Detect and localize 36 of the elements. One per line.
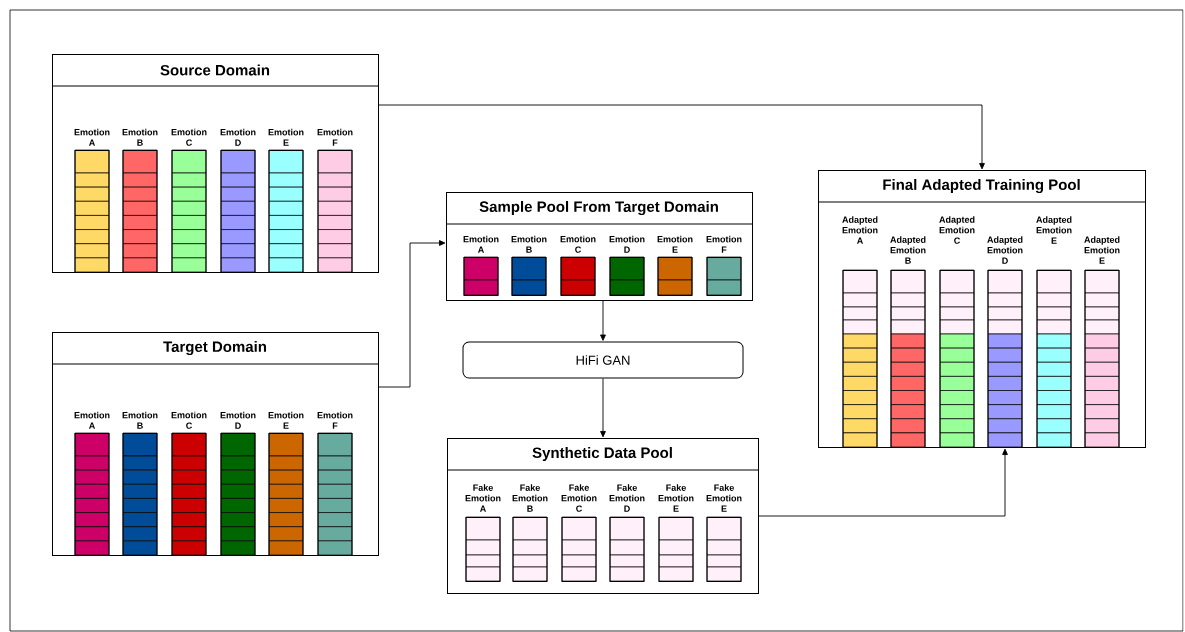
stack-label: Emotion C [171, 128, 207, 146]
stack-label: Emotion D [220, 411, 256, 429]
stack-label: Fake Emotion D [609, 484, 645, 512]
stack-label: Emotion A [463, 235, 499, 253]
stack-label: Emotion E [268, 128, 304, 146]
arrow [758, 448, 1008, 517]
stack-label: Fake Emotion C [561, 484, 597, 512]
stack-label: Emotion F [317, 128, 353, 146]
stack-label: Emotion B [122, 128, 158, 146]
stack-label: Adapted Emotion C [939, 216, 975, 244]
stack-label: Adapted Emotion A [842, 216, 878, 244]
stack-label: Emotion A [74, 128, 110, 146]
stack-label: Fake Emotion B [512, 484, 548, 512]
stack-label: Adapted Emotion B [890, 236, 926, 264]
stack-label: Adapted Emotion E [1084, 236, 1120, 264]
process-box: HiFi GAN [462, 341, 744, 379]
stack-label: Emotion B [511, 235, 547, 253]
stack-label: Emotion C [171, 411, 207, 429]
stack-label: Emotion C [560, 235, 596, 253]
stack-label: Emotion F [706, 235, 742, 253]
arrow [600, 300, 606, 341]
stack-label: Adapted Emotion D [987, 236, 1023, 264]
arrow [378, 104, 985, 170]
arrow [378, 240, 446, 388]
stack-label: Emotion E [657, 235, 693, 253]
arrow [600, 378, 606, 438]
stack-label: Emotion A [74, 411, 110, 429]
stack-label: Emotion D [220, 128, 256, 146]
stack-label: Adapted Emotion E [1036, 216, 1072, 244]
stack-label: Fake Emotion A [465, 484, 501, 512]
stack-label: Emotion B [122, 411, 158, 429]
stack-label: Emotion E [268, 411, 304, 429]
stack-label: Fake Emotion E [658, 484, 694, 512]
stack-label: Fake Emotion E [706, 484, 742, 512]
stack-label: Emotion F [317, 411, 353, 429]
stack-label: Emotion D [609, 235, 645, 253]
